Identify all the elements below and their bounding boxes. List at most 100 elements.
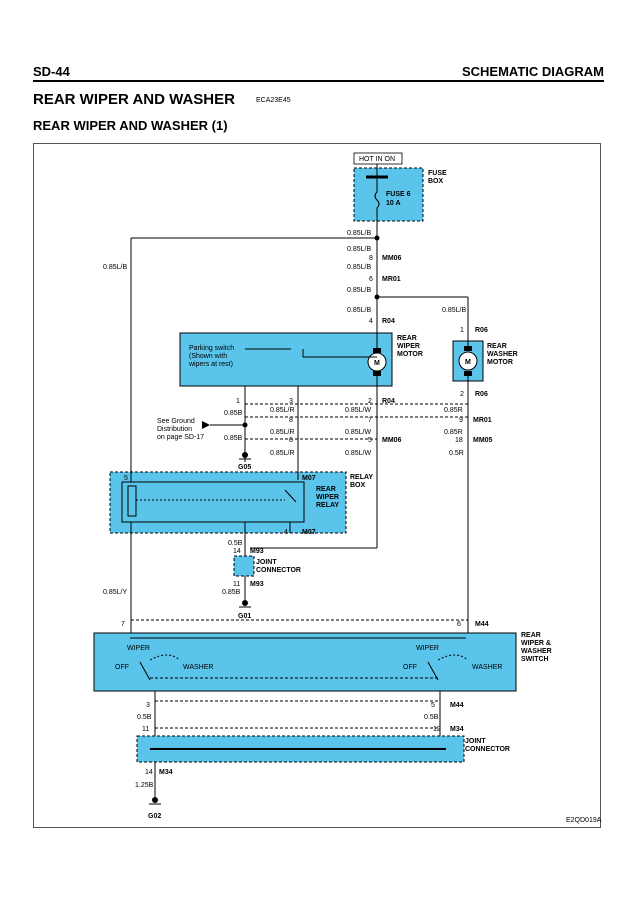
pin-number: 7 <box>121 621 125 628</box>
switch-left-wiper: WIPER <box>127 645 150 652</box>
joint-connector-label-2: CONNECTOR <box>256 567 301 574</box>
switch-right-blade <box>427 661 439 681</box>
pin-number: 8 <box>289 417 293 424</box>
wiper-motor-brush-top <box>373 348 381 353</box>
fuse-name: FUSE 6 <box>386 191 411 198</box>
ground-g05-label: G05 <box>238 464 251 471</box>
connector-label: MM06 <box>382 437 402 444</box>
wire-label: 0.85L/R <box>270 450 295 457</box>
fuse-rating: 10 A <box>386 200 401 207</box>
switch-label-2: WIPER & <box>521 640 551 647</box>
ground-g05-symbol <box>239 439 251 460</box>
wire-label: 0.85L/B <box>347 246 371 253</box>
pin-number: 6 <box>369 276 373 283</box>
connector-label: MR01 <box>473 417 492 424</box>
pin-number: 5 <box>431 702 435 709</box>
pin-number: 6 <box>289 437 293 444</box>
diagram-frame <box>33 143 601 828</box>
connector-label: MR01 <box>382 276 401 283</box>
switch-label-4: SWITCH <box>521 656 549 663</box>
wire-label: 0.85L/B <box>347 230 371 237</box>
rear-wiper-motor-label-2: WIPER <box>397 343 420 350</box>
pin-number: 3 <box>289 398 293 405</box>
parking-note-2: (Shown with <box>189 353 227 360</box>
wire-label: 0.85L/B <box>442 307 466 314</box>
hot-in-on-label: HOT IN ON <box>359 156 395 163</box>
splice-dot <box>374 235 380 241</box>
splice-dot <box>374 294 380 300</box>
header-rule <box>33 80 604 82</box>
pin-number: 5 <box>368 437 372 444</box>
fuse-box-label-1: FUSE <box>428 170 447 177</box>
pin-number: 6 <box>457 621 461 628</box>
wire-label: 0.85L/R <box>270 429 295 436</box>
hot-in-on-box <box>353 152 403 165</box>
wire-label: 0.85R <box>444 407 463 414</box>
wire-label: 0.85L/W <box>345 407 371 414</box>
connector-label: M93 <box>250 548 264 555</box>
connector-label: MM06 <box>382 255 402 262</box>
fuse-box <box>353 167 424 222</box>
ground-g01-label: G01 <box>238 613 251 620</box>
switch-label-3: WASHER <box>521 648 552 655</box>
wire-label: 0.85L/W <box>345 429 371 436</box>
rear-washer-motor-label-1: REAR <box>487 343 507 350</box>
switch-right-washer: WASHER <box>472 664 502 671</box>
pin-number: 5 <box>124 475 128 482</box>
connector-label: R04 <box>382 398 395 405</box>
ground-g02-symbol <box>149 797 161 805</box>
connector-label: M07 <box>302 475 316 482</box>
washer-motor-symbol <box>458 351 478 371</box>
relay-box-label-2: BOX <box>350 482 366 489</box>
wire-label: 0.85L/B <box>347 264 371 271</box>
pin-number: 14 <box>145 769 153 776</box>
switch-left-washer: WASHER <box>183 664 213 671</box>
wire-label: 0.85B <box>224 435 243 442</box>
fuse-element <box>374 177 380 221</box>
relay-coil <box>127 485 137 517</box>
wire-label: 0.85L/R <box>270 407 295 414</box>
wire-label: 0.85B <box>222 589 241 596</box>
relay-box-label-1: RELAY <box>350 474 373 481</box>
joint-connector-label-1: JOINT <box>256 559 277 566</box>
rear-wiper-motor-box <box>179 332 393 387</box>
ground-note-arrow <box>202 421 210 429</box>
relay-label-1: REAR <box>316 486 336 493</box>
page-id: SD-44 <box>33 64 70 79</box>
connector-label: R06 <box>475 327 488 334</box>
wire-label: 0.85L/Y <box>103 589 127 596</box>
wiper-motor-brush-bottom <box>373 371 381 376</box>
pin-number: 8 <box>369 255 373 262</box>
section-title: SCHEMATIC DIAGRAM <box>461 64 604 79</box>
switch-left-off: OFF <box>115 664 129 671</box>
connector-label: M44 <box>450 702 464 709</box>
wiper-motor-m: M <box>374 360 380 367</box>
switch-left-arc <box>149 654 181 661</box>
switch-right-arc <box>437 654 469 661</box>
parking-note-3: wipers at rest) <box>188 361 233 368</box>
wire-label: 1.25B <box>135 782 154 789</box>
pin-number: 4 <box>369 318 373 325</box>
switch-right-off: OFF <box>403 664 417 671</box>
fuse-box-label-2: BOX <box>428 178 444 185</box>
pin-number: 2 <box>368 398 372 405</box>
ground-g02-label: G02 <box>148 813 161 820</box>
connector-label: R06 <box>475 391 488 398</box>
wire-label: 0.85L/B <box>347 287 371 294</box>
pin-number: 12 <box>433 726 441 733</box>
connector-label: M93 <box>250 581 264 588</box>
ground-note-3: on page SD-17 <box>157 434 204 441</box>
pin-number: 2 <box>460 391 464 398</box>
connector-label: M34 <box>450 726 464 733</box>
washer-motor-m: M <box>465 359 471 366</box>
switch-left-blade <box>139 661 151 681</box>
wire-label: 0.85L/B <box>103 264 127 271</box>
rear-washer-motor-label-3: MOTOR <box>487 359 513 366</box>
pin-number: 11 <box>142 726 149 733</box>
connector-label: R04 <box>382 318 395 325</box>
rear-wiper-relay <box>121 481 305 523</box>
wire-label: 0.5B <box>137 714 152 721</box>
pin-number: 14 <box>233 548 241 555</box>
wire-label: 0.85L/W <box>345 450 371 457</box>
rear-wiper-motor-label-1: REAR <box>397 335 417 342</box>
